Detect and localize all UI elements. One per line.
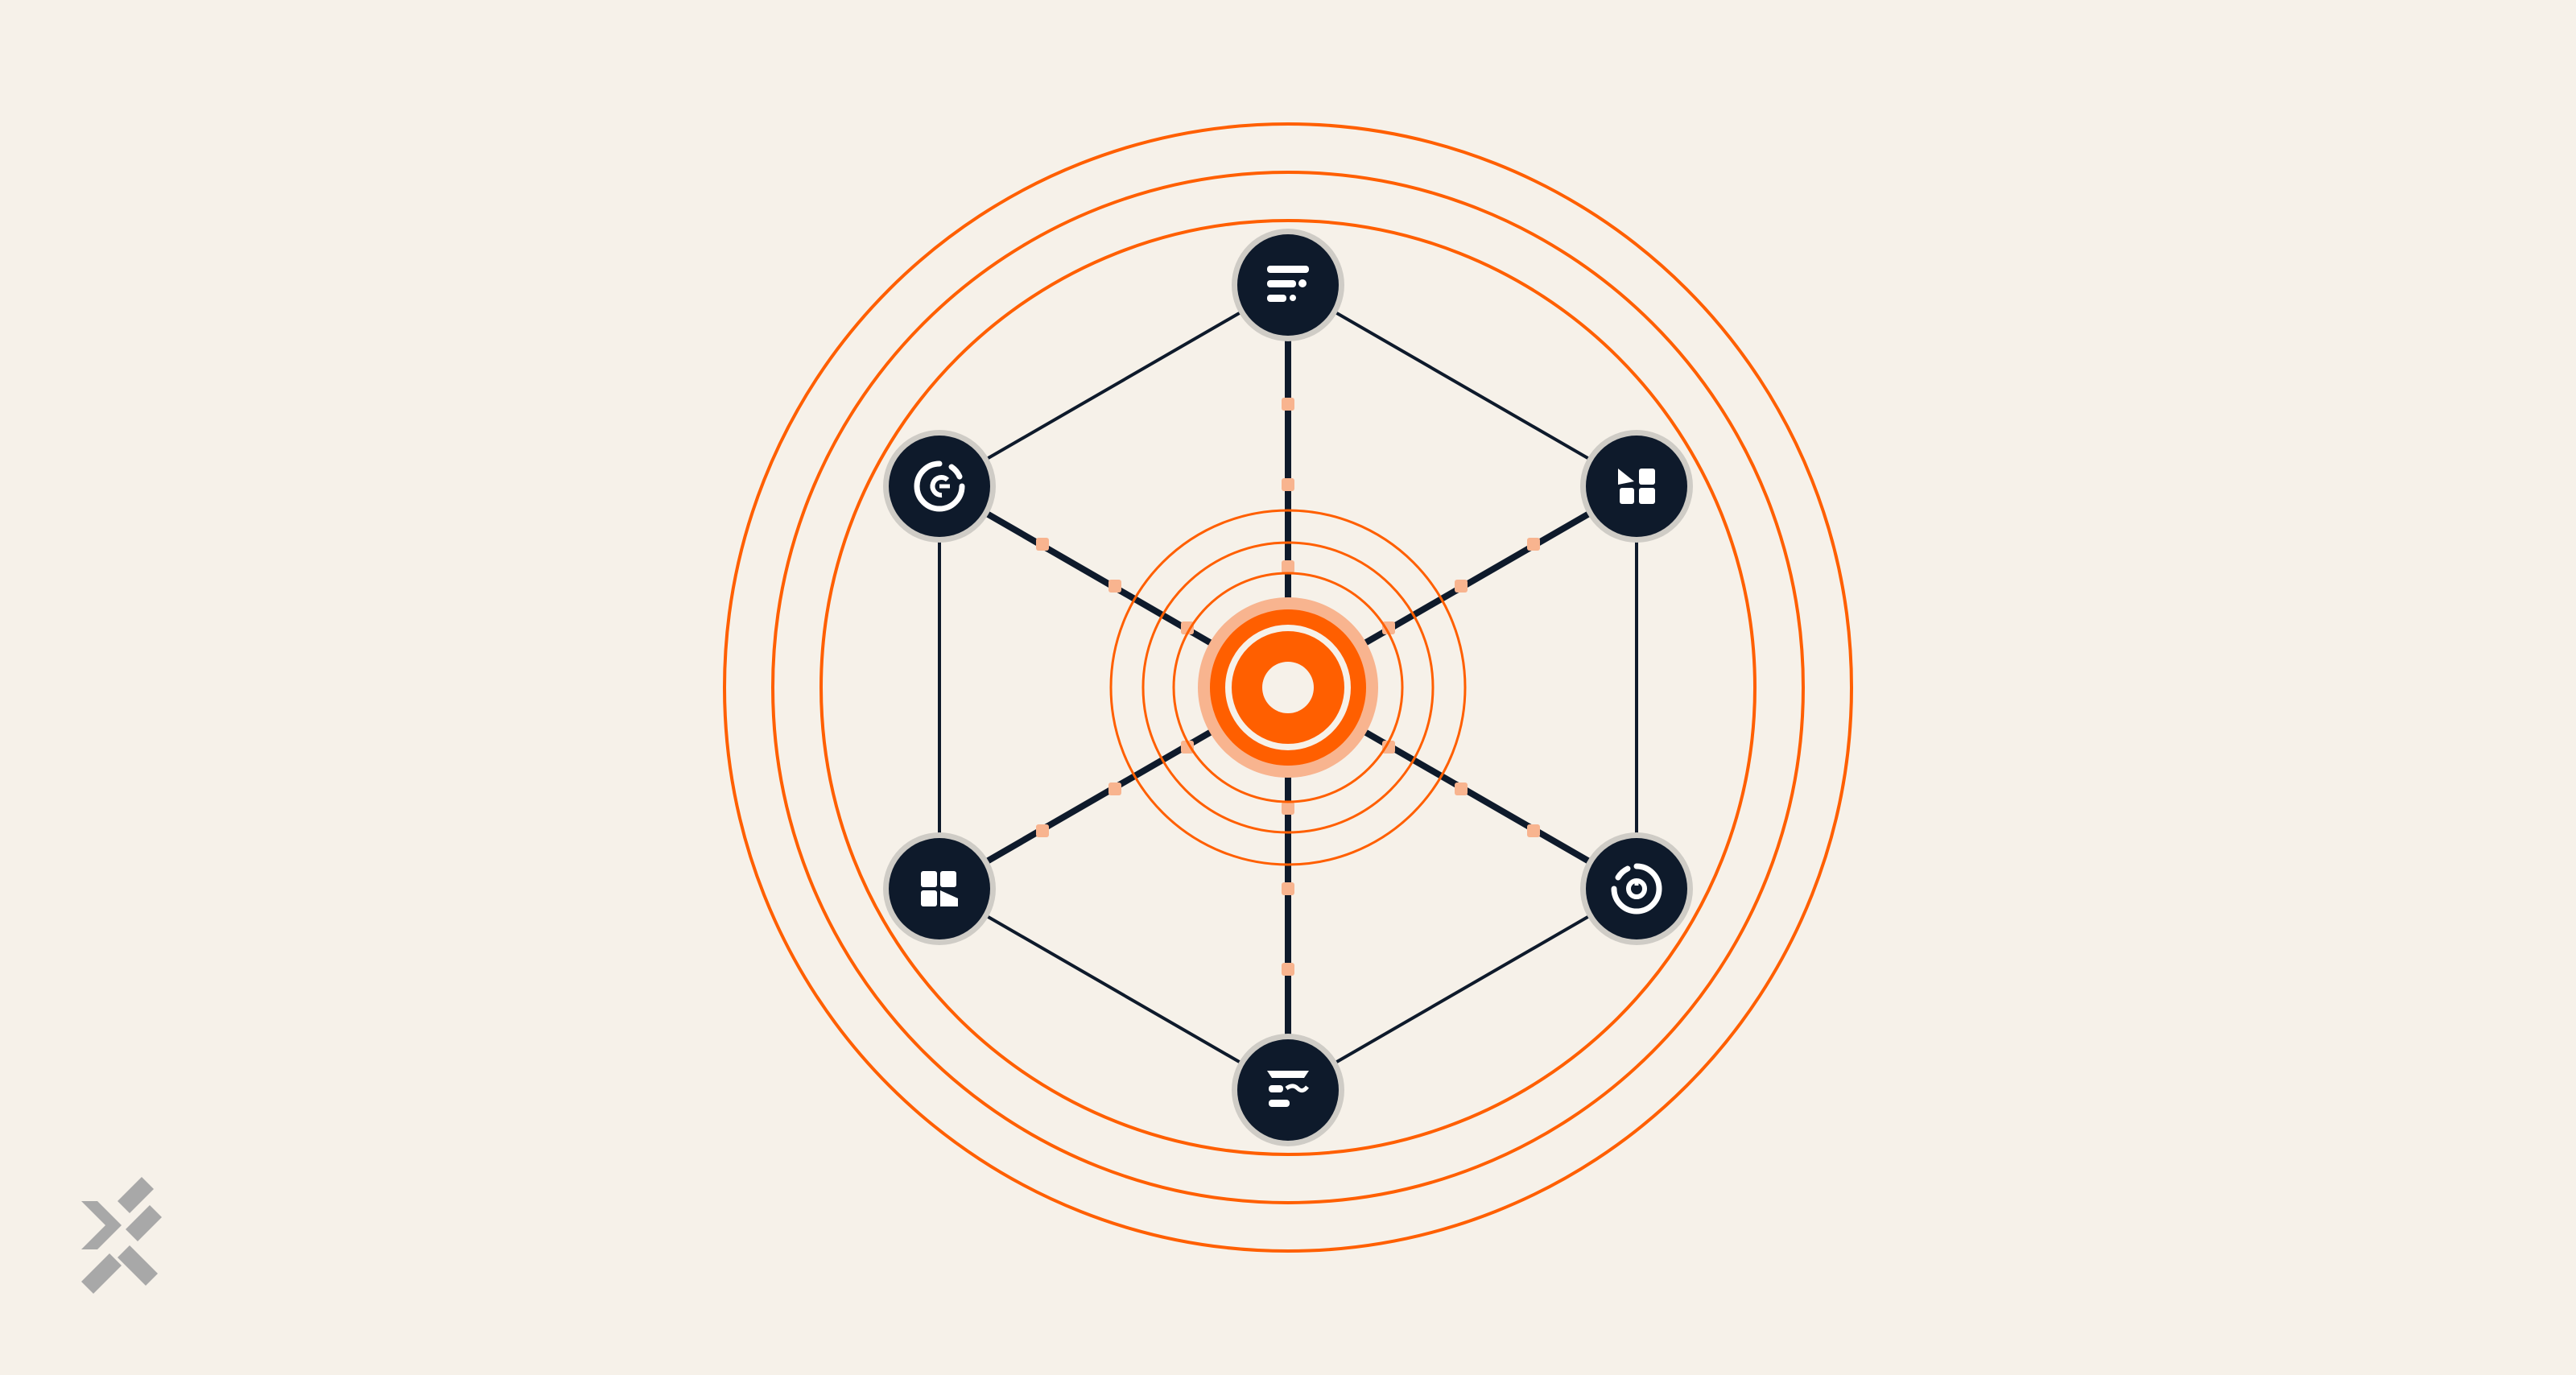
target-ring-icon: [1225, 625, 1351, 750]
hexagon-edges: [938, 283, 1638, 1092]
node-lower-left: [883, 832, 996, 945]
spoke-dots: [1036, 398, 1540, 976]
spoke-dot: [1382, 621, 1395, 634]
spoke-dot: [1036, 824, 1049, 837]
spoke-dot: [1282, 963, 1294, 976]
spoke-dot: [1282, 802, 1294, 815]
hub-center-dot: [1262, 662, 1314, 713]
outer-ring-1: [723, 122, 1853, 1253]
edge-lower-right-bottom: [1286, 887, 1638, 1092]
spoke-dot: [1455, 782, 1468, 795]
spoke-dot: [1282, 560, 1294, 573]
spoke-dot: [1527, 824, 1540, 837]
dashboard-grid-icon: [1618, 469, 1655, 504]
node-body: [1586, 838, 1687, 939]
spoke-dot: [1036, 538, 1049, 551]
spoke-dot: [1181, 621, 1194, 634]
dashboard-grid-icon: [921, 871, 958, 906]
node-bottom: [1232, 1034, 1344, 1146]
spoke-dot: [1181, 741, 1194, 754]
edge-bottom-lower-left: [938, 887, 1290, 1092]
central-hub: [1198, 597, 1378, 778]
spoke-dot: [1455, 580, 1468, 593]
node-top: [1232, 229, 1344, 341]
spoke-dot: [1282, 478, 1294, 491]
ripple-ring-2: [1141, 541, 1435, 834]
node-upper-left: [883, 430, 996, 543]
nodes: [883, 229, 1693, 1146]
donut-chart-icon: [1611, 863, 1662, 915]
spoke-dot: [1527, 538, 1540, 551]
node-body: [889, 838, 990, 939]
chevron-brand-logo: [81, 1177, 162, 1294]
ripple-ring-1: [1109, 509, 1467, 866]
spoke-dot: [1382, 741, 1395, 754]
text-lines-icon: [1267, 266, 1309, 302]
node-body: [1237, 1039, 1339, 1141]
donut-chart-icon: [914, 460, 965, 512]
outer-rings: [723, 122, 1853, 1253]
text-lines-icon: [1267, 1071, 1309, 1107]
node-lower-right: [1580, 832, 1693, 945]
node-upper-right: [1580, 430, 1693, 543]
spoke-dot: [1108, 782, 1121, 795]
outer-ring-2: [771, 171, 1805, 1204]
outer-ring-3: [819, 219, 1757, 1156]
edge-top-upper-right: [1286, 283, 1638, 488]
ripple-ring-3: [1172, 572, 1404, 803]
edge-upper-left-top: [938, 283, 1290, 488]
spoke-dot: [1282, 398, 1294, 411]
node-body: [1586, 436, 1687, 537]
spoke-dot: [1282, 882, 1294, 895]
spoke-dot: [1108, 580, 1121, 593]
